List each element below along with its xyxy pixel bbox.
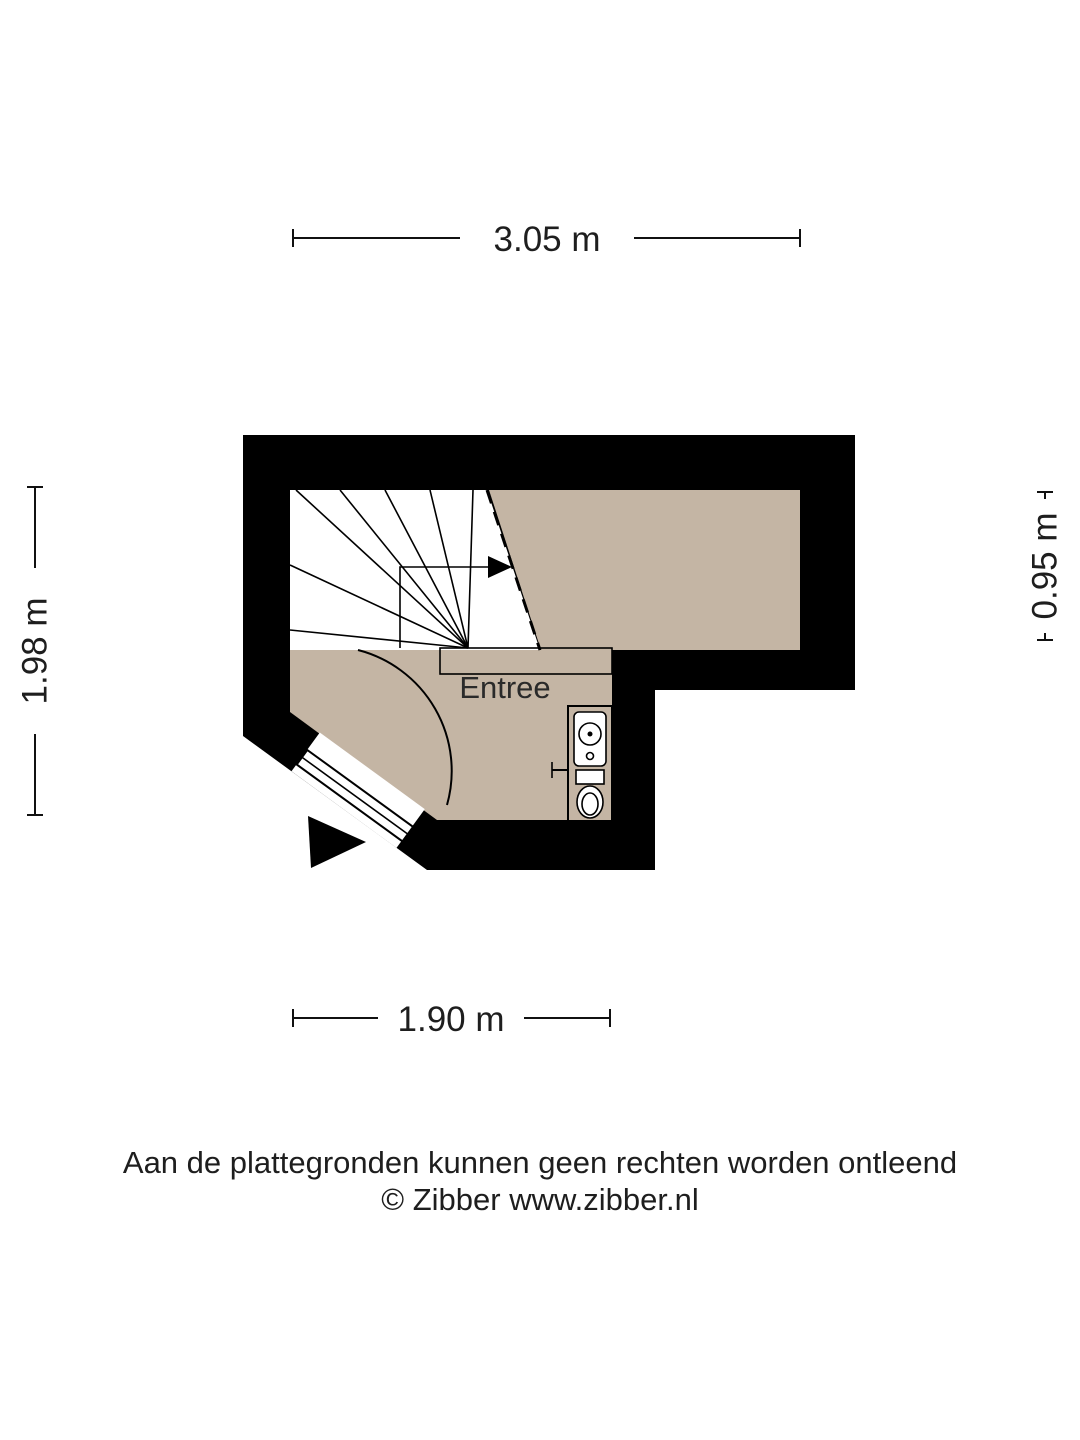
stair-tread [289, 564, 469, 649]
disclaimer-text: Aan de plattegronden kunnen geen rechten… [123, 1145, 957, 1180]
dim-label-bottom: 1.90 m [398, 1000, 505, 1039]
stair-tread [295, 489, 469, 649]
dim-label-left: 1.98 m [16, 598, 55, 705]
stair-tread [384, 489, 469, 649]
fixture-niche [567, 705, 613, 823]
dimension-top: 3.05 m [292, 220, 801, 259]
upper-floor [489, 490, 800, 650]
stair-tread [339, 489, 469, 649]
stair-direction-arrow-icon [488, 556, 512, 578]
stair-walk-line [399, 566, 488, 648]
door-opening [291, 732, 425, 848]
dimension-left: 1.98 m [16, 486, 55, 816]
floorplan-drawing: Entree [243, 435, 855, 870]
water-heater-icon [573, 711, 607, 767]
dimension-right: 0.95 m [1026, 491, 1065, 641]
dim-label-top: 3.05 m [494, 220, 601, 259]
stairwell-floor [290, 490, 540, 650]
dimension-bottom: 1.90 m [292, 1000, 611, 1039]
door-leaf-panel [295, 748, 418, 845]
headroom-dashed-line [485, 489, 542, 651]
credit-text: © Zibber www.zibber.nl [381, 1182, 698, 1217]
entrance-arrow-icon [308, 816, 366, 868]
door-leaf-line [301, 756, 411, 837]
staircase [289, 489, 512, 649]
dim-label-right: 0.95 m [1026, 513, 1065, 620]
stair-tread [467, 489, 474, 649]
fixtures-block [551, 705, 613, 823]
stair-landing-step [439, 647, 613, 675]
entree-floor [290, 650, 612, 820]
stair-tread [289, 629, 469, 649]
room-label: Entree [459, 670, 550, 705]
toilet-icon [575, 769, 605, 819]
dimension-lines: 3.05 m 1.98 m 0.95 m [16, 220, 1065, 1039]
footer: Aan de plattegronden kunnen geen rechten… [123, 1145, 957, 1217]
door-swing-arc-icon [357, 649, 453, 806]
stair-tread [429, 489, 469, 649]
door-leaf [295, 748, 418, 845]
entrance-door [291, 649, 453, 848]
